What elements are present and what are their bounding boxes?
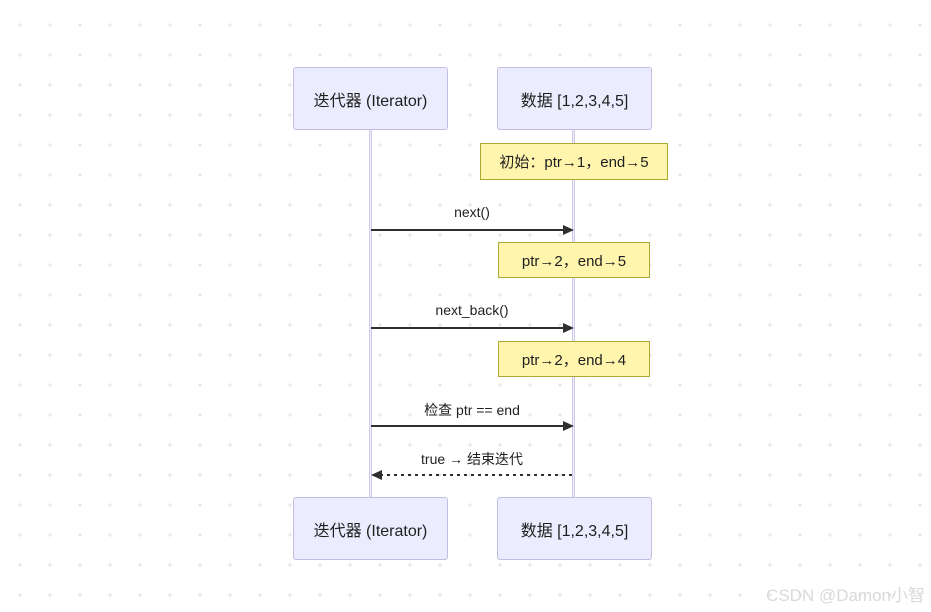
arrowhead-right-icon [563, 421, 574, 431]
note-after-next-text: ptr→2，end→5 [521, 252, 627, 270]
note-initial-text: 初始：ptr→1，end→5 [499, 154, 649, 171]
message-return-label: true → 结束迭代 [421, 451, 523, 467]
note-after-next-back: ptr→2，end→4 [498, 341, 650, 377]
message-next-back-line [371, 327, 565, 329]
note-initial-state: 初始：ptr→1，end→5 [480, 143, 668, 180]
message-next-line [371, 229, 565, 231]
lifeline-iterator [369, 130, 372, 498]
lifeline-data [572, 130, 575, 498]
participant-iterator-top: 迭代器 (Iterator) [293, 67, 448, 130]
participant-data-bottom: 数据 [1,2,3,4,5] [497, 497, 652, 560]
csdn-watermark: CSDN @Damon小智 [766, 586, 925, 605]
message-next-back-label: next_back() [435, 302, 509, 318]
participant-data-top: 数据 [1,2,3,4,5] [497, 67, 652, 130]
message-next-label: next() [454, 204, 490, 220]
participant-iterator-label: 迭代器 (Iterator) [313, 522, 428, 540]
note-after-next-back-text: ptr→2，end→4 [521, 351, 627, 369]
participant-iterator-label: 迭代器 (Iterator) [313, 92, 428, 110]
message-check-line [371, 425, 565, 427]
participant-data-label: 数据 [1,2,3,4,5] [520, 92, 629, 110]
arrowhead-right-icon [563, 323, 574, 333]
arrowhead-left-icon [371, 470, 382, 480]
participant-iterator-bottom: 迭代器 (Iterator) [293, 497, 448, 560]
arrowhead-right-icon [563, 225, 574, 235]
note-after-next: ptr→2，end→5 [498, 242, 650, 278]
message-return-line [380, 474, 573, 476]
message-check-label: 检查 ptr == end [424, 402, 520, 418]
participant-data-label: 数据 [1,2,3,4,5] [520, 522, 629, 540]
